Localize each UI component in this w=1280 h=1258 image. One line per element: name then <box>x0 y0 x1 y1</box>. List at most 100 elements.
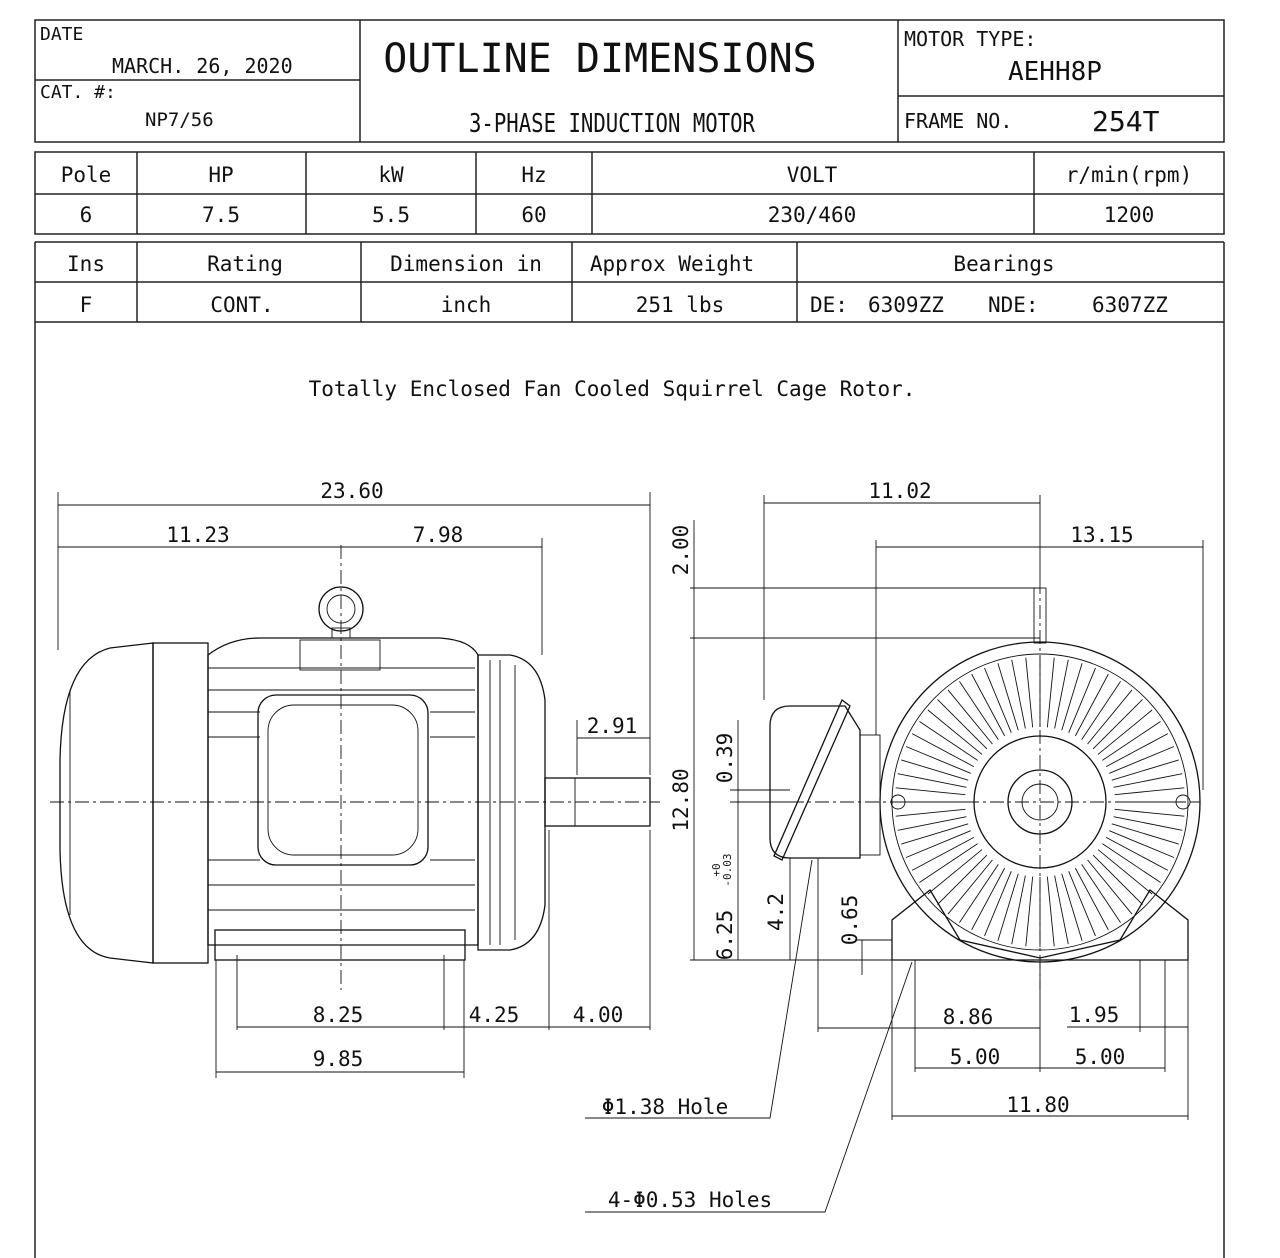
header-hz: Hz <box>521 163 546 187</box>
cooling-fin <box>1105 836 1169 871</box>
cooling-fin <box>927 709 983 755</box>
value-volt: 230/460 <box>768 203 857 227</box>
dim-base-length: 9.85 <box>313 1047 364 1071</box>
value-pole: 6 <box>80 203 93 227</box>
header-bearings: Bearings <box>953 252 1054 276</box>
motor-type-label: MOTOR TYPE: <box>904 27 1036 51</box>
drawing-subtitle: 3-PHASE INDUCTION MOTOR <box>469 109 755 139</box>
cooling-fin <box>1074 867 1109 931</box>
cooling-fin <box>971 867 1006 931</box>
bearing-de-value: 6309ZZ <box>868 293 944 317</box>
cooling-fin <box>947 689 993 745</box>
cooling-fin <box>919 843 978 883</box>
motor-type-value: AEHH8P <box>1008 57 1102 87</box>
cooling-fin <box>1068 667 1096 733</box>
header-volt: VOLT <box>787 163 838 187</box>
cooling-fin <box>927 849 983 895</box>
cooling-fin <box>997 663 1019 731</box>
cooling-fin <box>984 871 1012 937</box>
end-view <box>740 580 1201 990</box>
dim-shaft-tolerance-minus: -0.03 <box>721 853 734 886</box>
spec-table: Pole HP kW Hz VOLT r/min(rpm) 6 7.5 5.5 … <box>34 151 1225 235</box>
cooling-fin <box>1105 733 1169 768</box>
dim-foot-height: 0.65 <box>838 895 862 946</box>
motor-description: Totally Enclosed Fan Cooled Squirrel Cag… <box>309 377 916 401</box>
cooling-fin <box>1081 864 1121 923</box>
cooling-fin <box>937 699 988 750</box>
cooling-fin <box>937 854 988 905</box>
cooling-fin <box>901 759 969 781</box>
date-value: MARCH. 26, 2020 <box>112 54 293 78</box>
cooling-fin <box>1061 663 1083 731</box>
cooling-fin <box>1025 876 1034 947</box>
dim-half-right: 5.00 <box>1075 1045 1126 1069</box>
cooling-fin <box>959 864 999 923</box>
cooling-fin <box>905 830 971 858</box>
cooling-fin <box>897 816 967 831</box>
cooling-fin <box>895 808 966 817</box>
cooling-fin <box>1054 659 1069 729</box>
cooling-fin <box>959 681 999 740</box>
cooling-fin <box>1102 721 1161 761</box>
label-mount-holes: 4-Φ0.53 Holes <box>608 1188 772 1212</box>
side-view-dimensions: 23.60 11.23 7.98 2.91 8.25 4.25 4.00 9.8… <box>57 479 651 1078</box>
dim-to-center: 11.23 <box>166 523 229 547</box>
dim-foot-edge: 1.95 <box>1069 1003 1120 1027</box>
cooling-fin <box>1113 816 1183 831</box>
cooling-fin <box>1087 859 1133 915</box>
header-rpm: r/min(rpm) <box>1066 163 1192 187</box>
cooling-fin <box>905 746 971 774</box>
cooling-fin <box>895 787 966 796</box>
bearing-nde-value: 6307ZZ <box>1092 293 1168 317</box>
header-hp: HP <box>208 163 233 187</box>
dim-foot-to-shoulder: 4.25 <box>469 1003 520 1027</box>
cooling-fin <box>1114 787 1185 796</box>
cooling-fin <box>1097 849 1153 895</box>
bearing-de-label: DE: <box>810 293 848 317</box>
cooling-fin <box>897 773 967 788</box>
dim-eyebolt: 2.00 <box>669 525 693 576</box>
dim-conduit-offset: 8.86 <box>943 1005 994 1029</box>
header-pole: Pole <box>61 163 112 187</box>
cooling-fin <box>1109 746 1175 774</box>
dim-feet-spacing: 8.25 <box>313 1003 364 1027</box>
value-ins: F <box>80 293 93 317</box>
label-conduit-hole: Φ1.38 Hole <box>602 1095 728 1119</box>
cooling-fin <box>1114 808 1185 817</box>
dim-height: 12.80 <box>669 768 693 831</box>
cooling-fin <box>1011 659 1026 729</box>
dim-shaft-tolerance-plus: +0 <box>710 863 723 876</box>
frame-label: FRAME NO. <box>904 109 1012 133</box>
cooling-fin <box>1102 843 1161 883</box>
cooling-fin <box>1068 871 1096 937</box>
dim-shaft-ext: 2.91 <box>587 714 638 738</box>
drawing-title: OUTLINE DIMENSIONS <box>383 36 816 82</box>
cooling-fin <box>1111 823 1179 845</box>
value-weight: 251 lbs <box>636 293 725 317</box>
value-kw: 5.5 <box>372 203 410 227</box>
cooling-fin <box>1061 873 1083 941</box>
cooling-fin <box>911 836 975 871</box>
cooling-fin <box>1011 875 1026 945</box>
dim-half-left: 5.00 <box>950 1045 1001 1069</box>
cooling-fin <box>1025 657 1034 728</box>
cooling-fin <box>1081 681 1121 740</box>
header-rating: Rating <box>207 252 283 276</box>
dim-overall-length: 23.60 <box>320 479 383 503</box>
dim-key: 0.39 <box>713 733 737 784</box>
frame-value: 254T <box>1092 105 1160 138</box>
cooling-fin <box>997 873 1019 941</box>
dim-shaft-length: 4.00 <box>573 1003 624 1027</box>
cooling-fin <box>1087 689 1133 745</box>
date-label: DATE <box>40 24 83 45</box>
header-kw: kW <box>378 163 404 187</box>
cooling-fin <box>1046 657 1055 728</box>
spec-table-2: Ins Rating Dimension in Approx Weight Be… <box>34 241 1225 1258</box>
cooling-fin <box>1111 759 1179 781</box>
cooling-fin <box>1092 854 1143 905</box>
cat-label: CAT. #: <box>40 82 116 103</box>
cooling-fin <box>947 859 993 915</box>
dim-base-width: 11.80 <box>1006 1093 1069 1117</box>
value-rating: CONT. <box>210 293 273 317</box>
